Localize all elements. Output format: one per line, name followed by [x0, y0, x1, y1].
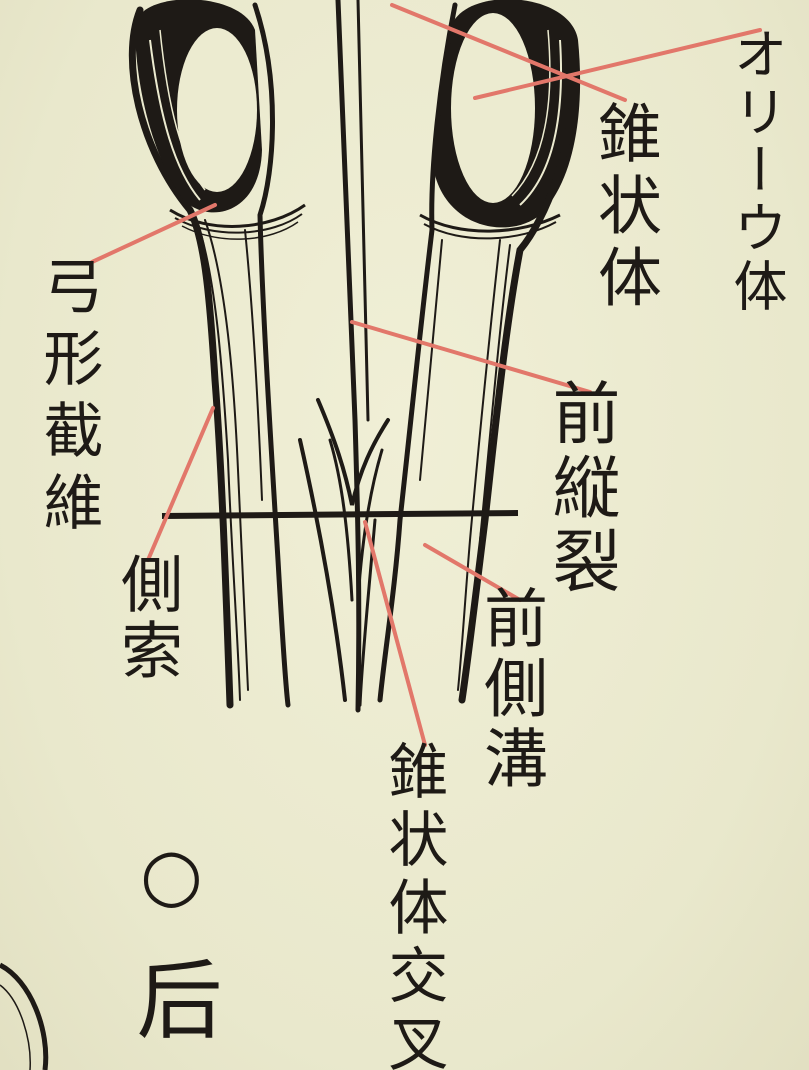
label-pyramid: 錐状体 [592, 100, 656, 316]
left-olive-oval [135, 0, 305, 239]
section-cut-line [162, 513, 518, 516]
leader-lateral [148, 408, 213, 560]
label-pyramidal-decussation: 錐状体交叉 [383, 740, 443, 1070]
partial-next-figure [0, 965, 46, 1070]
label-arcuate-fibers: 弓形截維 [38, 255, 98, 543]
label-anterolateral-sulcus: 前側溝 [478, 585, 542, 795]
median-fissure [300, 0, 388, 710]
label-anterior-median-fissure: 前縦裂 [545, 378, 613, 600]
label-lateral-funiculus: 側索 [115, 552, 177, 684]
section-mark: ○ [140, 838, 209, 910]
right-olive-oval [420, 0, 580, 238]
label-next-section: 后 [128, 955, 214, 1047]
label-olive-body: オリーウ体 [728, 26, 782, 316]
